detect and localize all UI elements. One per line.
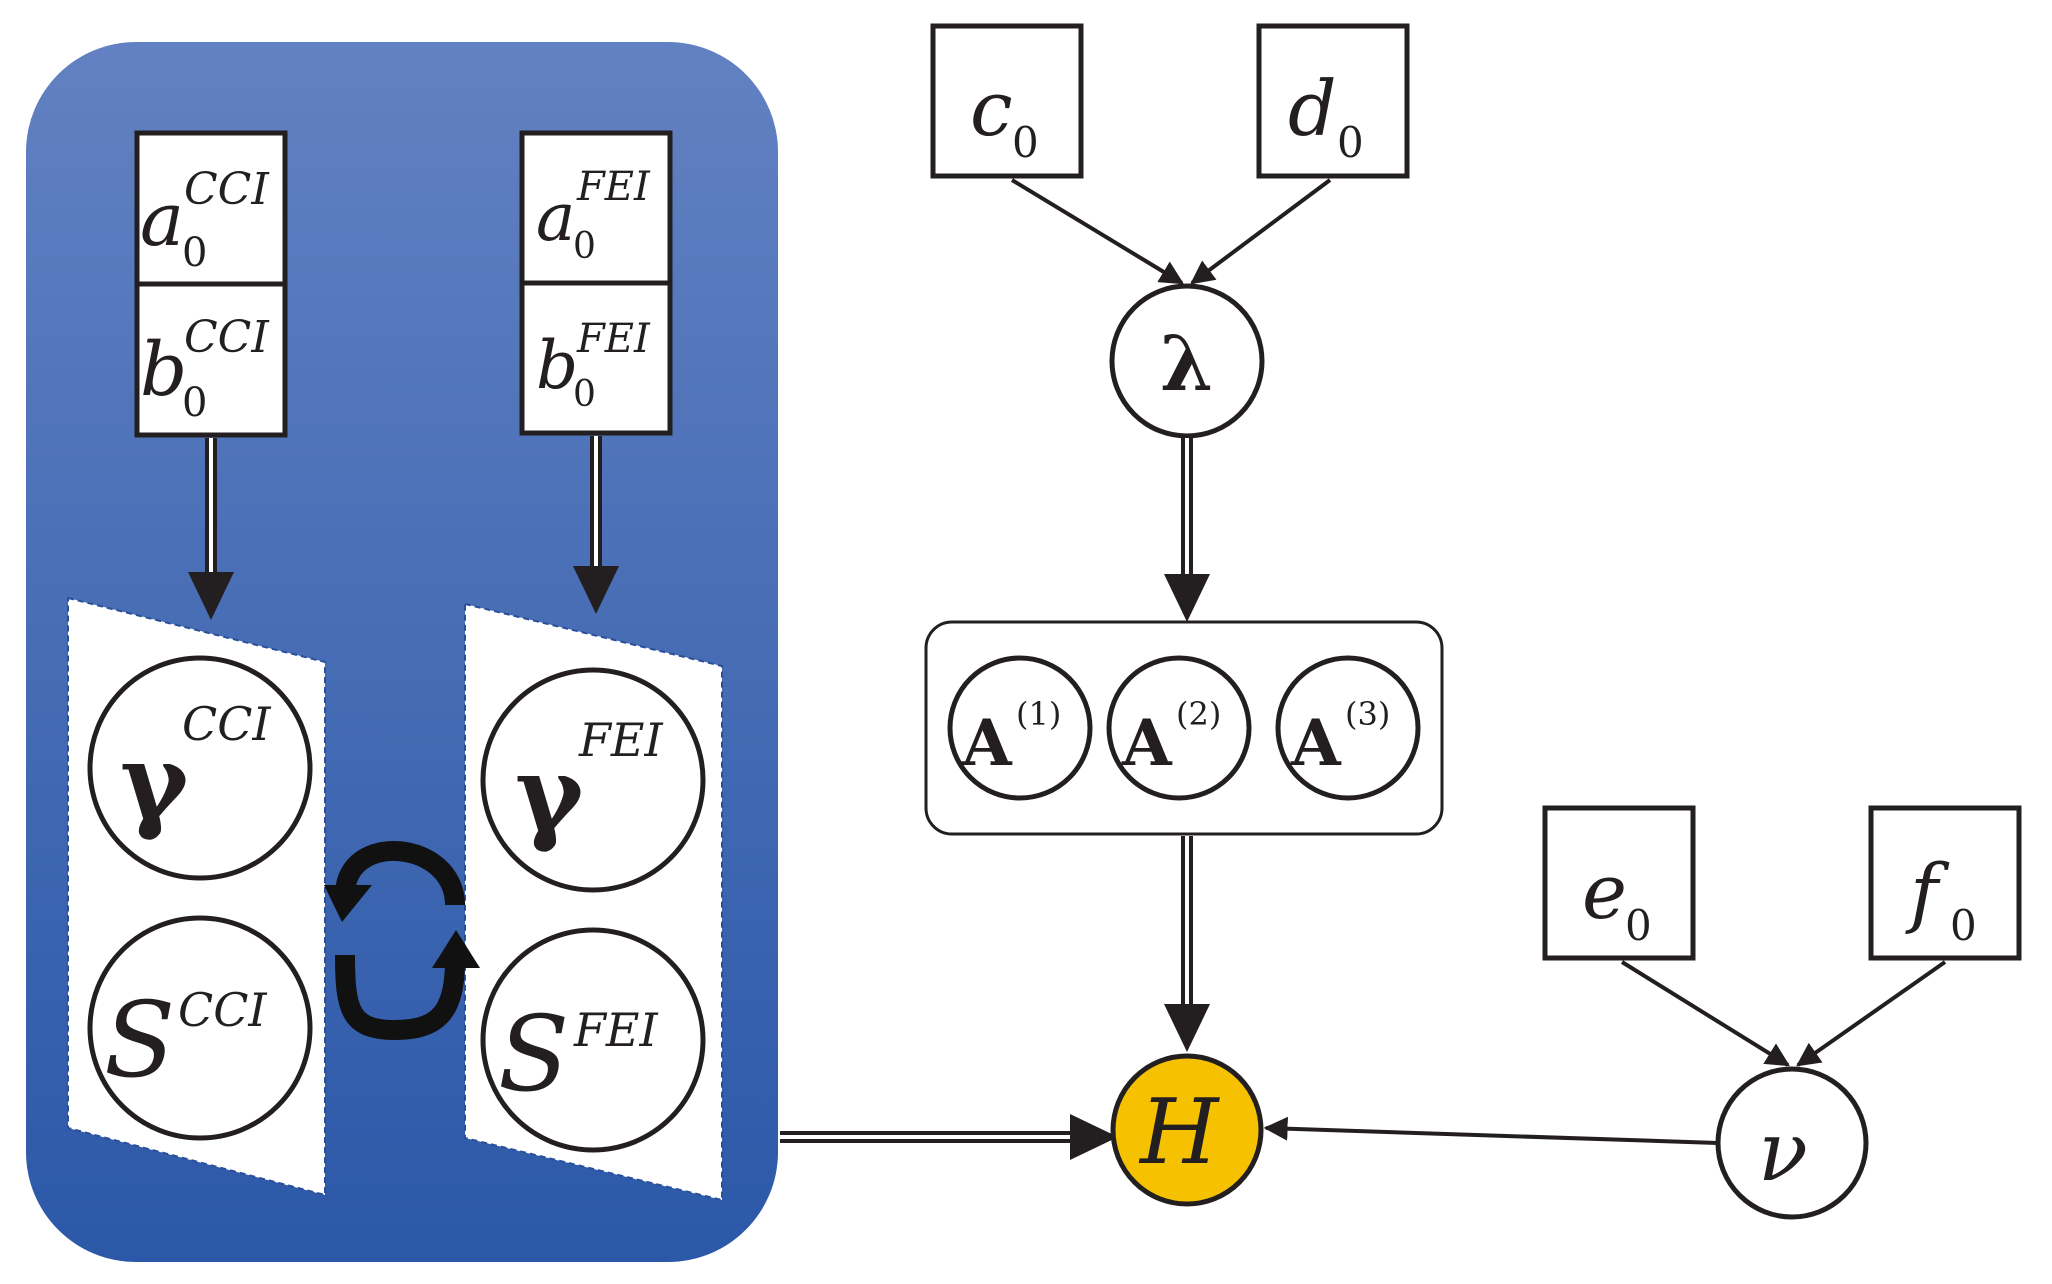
cycle-arrows-icon — [324, 841, 480, 1041]
svg-text:CCI: CCI — [182, 697, 271, 751]
svg-text:0: 0 — [573, 374, 596, 415]
gamma-cci-node: γ CCI — [87, 655, 313, 881]
svg-text:S: S — [498, 993, 569, 1115]
svg-text:a: a — [536, 179, 575, 256]
arrow-lambda-to-a-group — [1164, 438, 1210, 622]
svg-text:FEI: FEI — [576, 316, 651, 362]
svg-text:0: 0 — [182, 380, 207, 426]
svg-text:b: b — [140, 327, 187, 413]
arrow-b0-cci-to-panel — [188, 438, 234, 620]
h-observed-node: H — [1110, 1053, 1264, 1207]
svg-text:CCI: CCI — [184, 164, 270, 215]
svg-text:CCI: CCI — [184, 312, 270, 363]
svg-text:FEI: FEI — [573, 1003, 658, 1057]
arrow-d0-to-lambda — [1190, 178, 1332, 285]
lambda-node: λ — [1109, 283, 1265, 439]
arrow-c0-to-lambda — [1010, 178, 1185, 285]
svg-text:A: A — [1290, 706, 1342, 781]
a3-node: A (3) — [1275, 655, 1421, 801]
svg-text:S: S — [104, 979, 175, 1101]
b0-cci-box: b 0 CCI — [134, 281, 288, 438]
a0-fei-box: a 0 FEI — [519, 130, 673, 286]
a2-node: A (2) — [1106, 655, 1252, 801]
arrow-f0-to-nu — [1796, 960, 1947, 1067]
svg-text:λ: λ — [1160, 319, 1213, 408]
svg-text:(2): (2) — [1176, 695, 1221, 733]
arrow-e0-to-nu — [1620, 960, 1791, 1067]
f0-box: f 0 — [1868, 805, 2022, 961]
svg-text:0: 0 — [1012, 118, 1039, 167]
svg-text:c: c — [970, 64, 1013, 153]
svg-text:CCI: CCI — [178, 983, 267, 1037]
c0-box: c 0 — [930, 23, 1084, 179]
svg-text:0: 0 — [182, 230, 207, 276]
svg-text:γ: γ — [515, 732, 585, 855]
svg-text:FEI: FEI — [576, 164, 651, 210]
b0-fei-box: b 0 FEI — [519, 280, 673, 436]
svg-text:e: e — [1582, 847, 1627, 936]
svg-text:a: a — [140, 177, 184, 263]
a0-cci-box: a 0 CCI — [134, 130, 288, 287]
arrow-a-group-to-h — [1164, 836, 1210, 1052]
d0-box: d 0 — [1256, 23, 1410, 179]
svg-text:A: A — [961, 706, 1013, 781]
arrow-plate-to-h — [780, 1114, 1118, 1160]
a1-node: A (1) — [947, 655, 1093, 801]
nu-node: ν — [1715, 1066, 1869, 1220]
svg-text:d: d — [1288, 64, 1337, 153]
svg-text:FEI: FEI — [578, 713, 663, 767]
svg-text:(1): (1) — [1016, 695, 1061, 733]
svg-text:0: 0 — [1337, 118, 1364, 167]
s-fei-node: S FEI — [480, 927, 706, 1153]
svg-text:0: 0 — [1625, 901, 1652, 950]
arrow-nu-to-h — [1263, 1116, 1719, 1145]
gamma-fei-node: γ FEI — [480, 667, 706, 893]
svg-text:b: b — [536, 327, 578, 404]
e0-box: e 0 — [1542, 805, 1696, 961]
svg-text:0: 0 — [573, 226, 596, 267]
svg-text:γ: γ — [120, 720, 190, 843]
svg-text:ν: ν — [1758, 1105, 1808, 1200]
svg-text:A: A — [1121, 706, 1173, 781]
svg-text:(3): (3) — [1345, 695, 1390, 733]
arrow-b0-fei-to-panel — [573, 436, 619, 614]
s-cci-node: S CCI — [87, 915, 313, 1141]
svg-text:0: 0 — [1950, 901, 1977, 950]
svg-text:H: H — [1138, 1080, 1220, 1185]
